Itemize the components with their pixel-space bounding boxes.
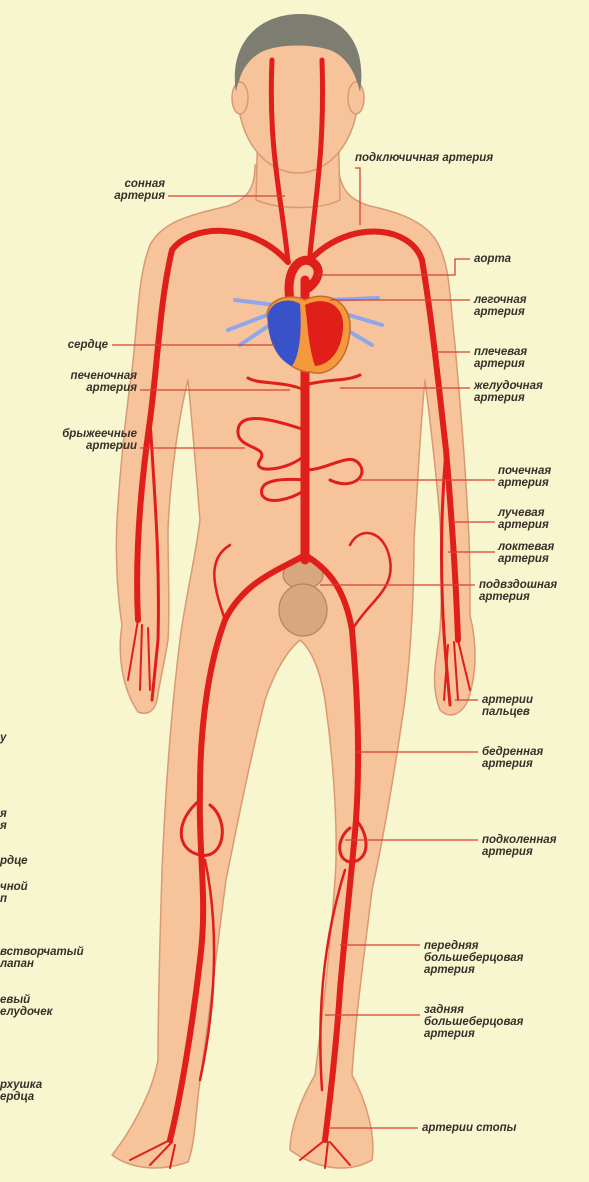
label-renal: почечная артерия bbox=[498, 465, 588, 489]
label-aorta: аорта bbox=[474, 253, 574, 265]
label-pulmonary: легочная артерия bbox=[474, 294, 584, 318]
label-hepatic: печеночная артерия bbox=[2, 370, 137, 394]
left-ear bbox=[232, 82, 248, 114]
label-iliac: подвздошная артерия bbox=[479, 579, 589, 603]
right-ear bbox=[348, 82, 364, 114]
label-posterior-tibial: задняя большеберцовая артерия bbox=[424, 1004, 584, 1040]
label-femoral: бедренная артерия bbox=[482, 746, 582, 770]
label-radial: лучевая артерия bbox=[498, 507, 588, 531]
cropped-label-5: встворчатый лапан bbox=[0, 946, 130, 970]
label-anterior-tibial: передняя большеберцовая артерия bbox=[424, 940, 584, 976]
cropped-label-3: рдце bbox=[0, 855, 60, 867]
cropped-label-1: y bbox=[0, 732, 20, 744]
label-carotid: сонная артерия bbox=[70, 178, 165, 202]
label-ulnar: локтевая артерия bbox=[498, 541, 588, 565]
cropped-label-2: я я bbox=[0, 808, 20, 832]
genitals bbox=[279, 561, 327, 636]
label-gastric: желудочная артерия bbox=[474, 380, 589, 404]
cropped-label-7: рхушка ердца bbox=[0, 1079, 80, 1103]
cropped-label-4: чной п bbox=[0, 881, 60, 905]
label-popliteal: подколенная артерия bbox=[482, 834, 589, 858]
label-brachial: плечевая артерия bbox=[474, 346, 584, 370]
cropped-label-6: евый елудочек bbox=[0, 994, 110, 1018]
label-subclavian: подключичная артерия bbox=[355, 152, 575, 164]
label-foot: артерии стопы bbox=[422, 1122, 582, 1134]
label-mesenteric: брыжеечные артерии bbox=[2, 428, 137, 452]
label-digital: артерии пальцев bbox=[482, 694, 582, 718]
label-heart: сердце bbox=[10, 339, 108, 351]
